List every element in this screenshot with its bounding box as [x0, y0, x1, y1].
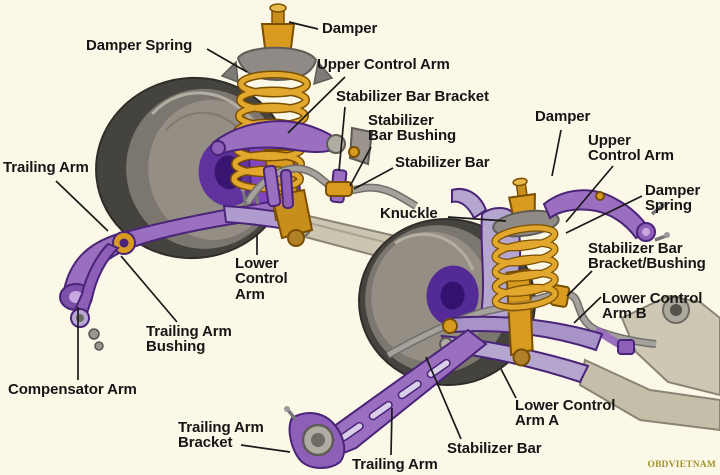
left-stabilizer-bar	[244, 164, 418, 210]
lower-control-arm-a-pointer-line	[500, 368, 517, 399]
upper-control-arm-left-pointer-line	[287, 76, 346, 134]
trailing-arm-bushing-pointer-line	[120, 255, 178, 323]
lower-control-arm-b-pointer-line	[573, 296, 602, 324]
stabilizer-bar-left-pointer-line	[353, 167, 394, 190]
damper-left-pointer-line	[288, 21, 319, 30]
upper-control-arm-right-pointer-line	[565, 165, 614, 223]
right-damper-spring	[491, 177, 560, 367]
stabilizer-bar-bracket-bushing-pointer-line	[566, 270, 593, 297]
stabilizer-bar-bushing-left-pointer-line	[349, 146, 372, 187]
damper-spring-right-pointer-line	[565, 195, 643, 234]
trailing-arm-bottom-pointer-line	[390, 407, 393, 456]
watermark: OBDVIETNAM	[647, 460, 716, 470]
knuckle-pointer-line	[447, 216, 507, 222]
right-coil-spring	[491, 224, 559, 311]
stabilizer-bar-bracket-left-pointer-line	[338, 106, 346, 172]
right-upper-control-arm	[542, 189, 670, 242]
trailing-arm-bracket-pointer-line	[240, 444, 291, 453]
stabilizer-bar-right-pointer-line	[425, 356, 462, 440]
bottom-trailing-arm-bracket	[284, 406, 346, 469]
damper-right-pointer-line	[551, 129, 562, 177]
left-compensator-arm	[70, 242, 120, 351]
damper-spring-left-pointer-line	[206, 48, 248, 73]
right-subframe-beam	[578, 294, 720, 432]
trailing-arm-left-pointer-line	[55, 180, 109, 232]
